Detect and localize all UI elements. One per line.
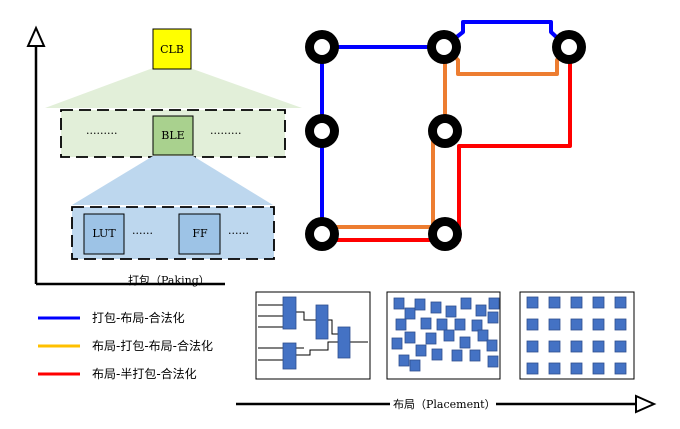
ble-expansion-trapezoid (72, 156, 273, 205)
placed-block (445, 305, 457, 318)
placed-block (431, 348, 443, 361)
placed-block (393, 297, 405, 310)
flow-path-red (322, 47, 572, 242)
legalized-block (614, 318, 627, 331)
placement-panels: 布局（Placement） (236, 291, 657, 414)
placed-block (454, 318, 466, 331)
placed-block (471, 319, 483, 332)
placed-block (475, 304, 487, 317)
netlist-block (315, 304, 329, 340)
clb-block (152, 28, 192, 70)
packing-axis-arrowhead (26, 25, 46, 47)
placed-block (425, 332, 437, 345)
legalized-block (592, 340, 605, 353)
clb-expansion-trapezoid (45, 68, 302, 108)
netlist-block (282, 296, 297, 330)
legend-label-red: 布局-半打包-合法化 (92, 366, 197, 381)
legend-label-blue: 打包-布局-合法化 (92, 310, 185, 325)
legalized-block (526, 340, 539, 353)
ble-right-ellipsis: ········· (210, 127, 241, 140)
netlist-block (337, 326, 351, 359)
placed-block (436, 318, 448, 331)
placement-axis-arrowhead (635, 394, 657, 414)
lut-label: LUT (92, 227, 116, 240)
placed-block (395, 318, 407, 331)
legalized-block (548, 362, 561, 375)
placed-block (460, 297, 472, 310)
placed-block (404, 307, 416, 320)
legalized-block (614, 296, 627, 309)
ble-block (152, 115, 194, 156)
ff-label: FF (192, 227, 208, 240)
placed-block (404, 331, 416, 344)
legalized-block (526, 318, 539, 331)
placed-block (414, 298, 426, 311)
legalized-block (570, 296, 583, 309)
placed-block (398, 354, 410, 367)
legalized-block (548, 296, 561, 309)
legalized-block (592, 318, 605, 331)
placed-block (443, 329, 455, 342)
legalized-block (570, 340, 583, 353)
placed-block (488, 297, 500, 310)
legalized-block (570, 318, 583, 331)
placed-block (487, 311, 499, 324)
placed-block (451, 349, 463, 362)
placed-block (430, 301, 442, 314)
legalized-block (526, 296, 539, 309)
placed-block (486, 339, 498, 352)
placed-block (469, 349, 481, 362)
lut-ff-ellipsis: ······ (132, 227, 153, 240)
flow-graph (305, 20, 586, 251)
legalized-block (614, 340, 627, 353)
legalized-block (526, 362, 539, 375)
placed-block (391, 337, 403, 350)
lut-block (83, 213, 125, 255)
placed-block (409, 359, 421, 372)
packing-axis-label: 打包（Paking） (128, 273, 210, 287)
legalized-block (548, 318, 561, 331)
placed-block (415, 344, 427, 357)
ble-label: BLE (161, 129, 184, 142)
legend: 打包-布局-合法化 布局-打包-布局-合法化 布局-半打包-合法化 (38, 310, 213, 381)
legalized-block (592, 296, 605, 309)
legalized-block (570, 362, 583, 375)
ff-block (178, 213, 221, 255)
ble-left-ellipsis: ········· (86, 127, 117, 140)
clb-label: CLB (160, 43, 184, 56)
placed-block (477, 329, 489, 342)
placed-block (459, 336, 471, 349)
placed-block (487, 355, 499, 368)
ff-right-ellipsis: ······ (228, 227, 249, 240)
placement-panel-netlist (255, 291, 371, 380)
netlist-block (282, 342, 297, 370)
legalized-block (592, 362, 605, 375)
legend-label-yellow: 布局-打包-布局-合法化 (92, 338, 213, 353)
legalized-block (614, 362, 627, 375)
placement-axis-label: 布局（Placement） (393, 398, 496, 411)
legalized-block (548, 340, 561, 353)
packing-hierarchy: 打包（Paking） CLB ········· ········· BLE L… (26, 25, 302, 287)
placed-block (420, 317, 432, 330)
